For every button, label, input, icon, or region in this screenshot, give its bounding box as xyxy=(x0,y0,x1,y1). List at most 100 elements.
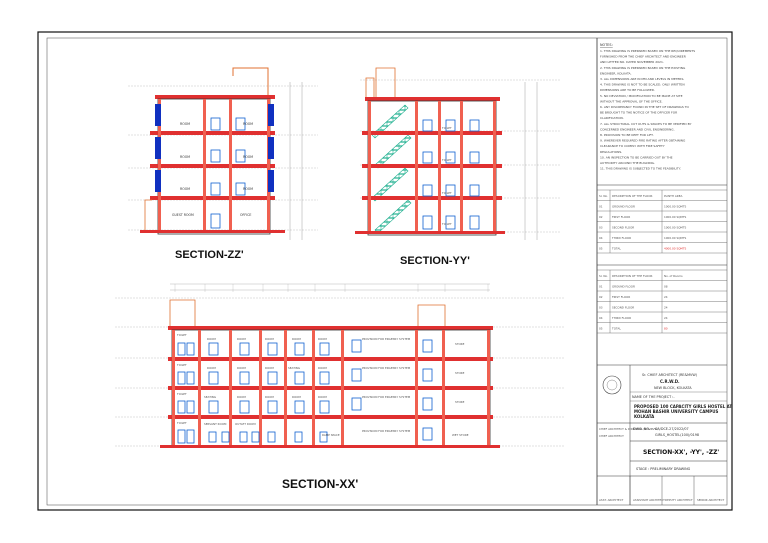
table-cell: 1000.00 SQMTS xyxy=(664,215,687,219)
xx-servant-room: SERVANT ROOM xyxy=(204,422,227,426)
xx-room-1f-3: ROOM xyxy=(292,395,301,399)
xx-seating-1f: SEATING xyxy=(204,395,216,399)
zz-room-label-4: ROOM xyxy=(243,155,253,159)
table-cell: TOTAL xyxy=(611,247,621,251)
note-line: 3. ALL DIMENSIONS ARE IN MM AND LEVELS I… xyxy=(600,77,684,81)
note-line: 9. WHEREVER REQUIRED FIRE RATING AFTER O… xyxy=(600,139,686,143)
note-line: REGULATIONS. xyxy=(600,150,622,154)
title-org: C.R.W.D. xyxy=(660,379,680,384)
dwg-no: CA/DCE-27/2022/07 xyxy=(655,427,689,431)
xx-store-3f: STORE xyxy=(455,342,465,346)
xx-room-1f-1: ROOM xyxy=(237,395,246,399)
note-line: 8. PROVISION TO BE KEPT FOR LIFT. xyxy=(600,133,654,137)
table-header: PLINTH AREA xyxy=(664,194,682,198)
project-name-3: KOLKATA xyxy=(634,414,655,419)
title-office: Sr. CHIEF ARCHITECT (RE&MVW) xyxy=(642,373,698,377)
notes-list: 1. THIS DRAWING IS PREPARED BASED ON THE… xyxy=(600,49,695,171)
xx-room-1f-4: ROOM xyxy=(318,395,327,399)
table-cell: 01 xyxy=(599,205,603,209)
table-cell: THIRD FLOOR xyxy=(611,236,631,240)
note-line: FURNISHED FROM THE CHIEF ARCHITECT AND E… xyxy=(600,55,686,59)
note-line: 4. THIS DRAWING IS NOT TO BE SCALED. ONL… xyxy=(600,83,685,87)
xx-room-2f-3: ROOM xyxy=(265,366,274,370)
note-line: 11. THIS DRAWING IS SUBJECTED TO THE FEA… xyxy=(600,167,681,171)
section-zz-title: SECTION-ZZ' xyxy=(175,249,244,261)
project-name-2: MOHAN BASHIR UNIVERSITY CAMPUS xyxy=(634,409,718,414)
table-cell: 80 xyxy=(664,327,668,331)
note-line: 6. ANY DISCREPANCY FOUND IN THE SET OF D… xyxy=(600,105,690,109)
table-cell: 08 xyxy=(664,285,668,289)
xx-room-3f-5: ROOM xyxy=(318,337,327,341)
emblem-seal xyxy=(602,375,622,395)
xx-room-2f-2: ROOM xyxy=(237,366,246,370)
table-cell: GROUND FLOOR xyxy=(612,285,635,289)
sign-label-3: DEPUTY ARCHITECT xyxy=(665,498,693,502)
yy-toilet-label-2: TOILET xyxy=(441,158,452,162)
table-cell: THIRD FLOOR xyxy=(611,316,631,320)
table-cell: 24 xyxy=(664,316,668,320)
table-header: DESCRIPTION OF THE FLOOR xyxy=(612,274,652,278)
xx-room-3f-2: ROOM xyxy=(237,337,246,341)
table-cell: TOTAL xyxy=(611,327,621,331)
note-line: 5. NO DEVIATION / MODIFICATION TO BE MAD… xyxy=(600,94,683,98)
section-xx-drawing: TOILET ROOM ROOM ROOM ROOM ROOM PROVISIO… xyxy=(115,283,565,448)
side-label-1: CHIEF ARCHITECT & DIRECTOR (RE&MVW) xyxy=(599,427,658,431)
note-line: WITHOUT THE APPROVAL OF THE OFFICE. xyxy=(600,99,662,103)
table-header: Sl. No. xyxy=(599,194,608,198)
sign-label-2: ASSISTANT ARCHITECT xyxy=(633,498,665,502)
sign-label-4: SENIOR ARCHITECT xyxy=(697,498,725,502)
sheet-border-inner xyxy=(46,37,728,506)
xx-toilet-3f: TOILET xyxy=(176,333,187,337)
zz-room-label-6: ROOM xyxy=(243,187,253,191)
zz-room-label-2: ROOM xyxy=(243,122,253,126)
yy-toilet-label-1: TOILET xyxy=(441,126,452,130)
xx-room-3f-4: ROOM xyxy=(292,337,301,341)
table-header: No. of Rooms xyxy=(664,274,683,278)
xx-toilet-1f: TOILET xyxy=(176,392,187,396)
zz-room-label-1: ROOM xyxy=(180,122,190,126)
table-cell: FIRST FLOOR xyxy=(612,295,630,299)
table-cell: GROUND FLOOR xyxy=(612,205,635,209)
table-cell: 03 xyxy=(599,306,603,310)
note-line: CLARIFICATION. xyxy=(600,116,624,120)
table-header: DESCRIPTION OF THE FLOOR xyxy=(612,194,652,198)
table-cell: 05 xyxy=(599,247,603,251)
section-xx-title: SECTION-XX' xyxy=(282,477,358,491)
table-cell: 01 xyxy=(599,285,603,289)
project-label: NAME OF THE PROJECT :- xyxy=(632,395,675,399)
dwg-label: DWG. NO. : xyxy=(633,427,652,431)
note-line: CLEARANCE TO COMPLY WITH FIRE SAFETY xyxy=(600,144,665,148)
xx-room-3f-3: ROOM xyxy=(265,337,274,341)
zz-office-label: OFFICE xyxy=(240,213,251,217)
section-zz-drawing: ROOM ROOM ROOM ROOM ROOM ROOM GUEST ROOM… xyxy=(128,67,318,240)
xx-toilet-2f: TOILET xyxy=(176,363,187,367)
table-cell: 03 xyxy=(599,226,603,230)
xx-provision-1f: PROVISION FOR ERGENSY SYSTEM xyxy=(362,395,411,399)
xx-room-3f-1: ROOM xyxy=(207,337,216,341)
table-header: Sl. No. xyxy=(599,274,608,278)
section-yy-title: SECTION-YY' xyxy=(400,255,470,267)
xx-room-2f-4: ROOM xyxy=(318,366,327,370)
xx-seating-2f: SEATING xyxy=(288,366,300,370)
project-name-1: PROPOSED 100 CAPACITY GIRLS HOSTEL AT xyxy=(634,404,732,409)
dwg-sub: GIRLS_HOSTEL(100)/0198 xyxy=(655,433,699,437)
area-table: Sl. No. DESCRIPTION OF THE FLOOR PLINTH AR… xyxy=(597,189,727,254)
note-line: 7. ALL STRUCTURAL CUT OUTS & SPACES TO B… xyxy=(600,122,692,126)
stage-label: STAGE : PRELIMINARY DRAWING xyxy=(636,467,691,471)
drawing-title: SECTION-XX', -YY', -ZZ' xyxy=(643,449,719,456)
rooms-table: Sl. No. DESCRIPTION OF THE FLOOR No. of Ro… xyxy=(597,269,727,334)
table-cell: 04 xyxy=(599,316,603,320)
table-cell: 02 xyxy=(599,295,603,299)
xx-provision-2f: PROVISION FOR ERGENSY SYSTEM xyxy=(362,366,411,370)
xx-provision-gf: PROVISION FOR ERGENSY SYSTEM xyxy=(362,429,411,433)
table-cell: 1000.00 SQMTS xyxy=(664,205,687,209)
xx-provision-3f: PROVISION FOR ERGENSY SYSTEM xyxy=(362,337,411,341)
note-line: DIMENSIONS ARE TO BE FOLLOWED. xyxy=(600,88,655,92)
zz-room-label-3: ROOM xyxy=(180,155,190,159)
xx-room-1f-2: ROOM xyxy=(265,395,274,399)
table-cell: 24 xyxy=(664,295,668,299)
xx-store-1f: STORE xyxy=(455,400,465,404)
table-cell: 02 xyxy=(599,215,603,219)
note-line: AUTHORITY AROUND THE BUILDING. xyxy=(600,161,655,165)
